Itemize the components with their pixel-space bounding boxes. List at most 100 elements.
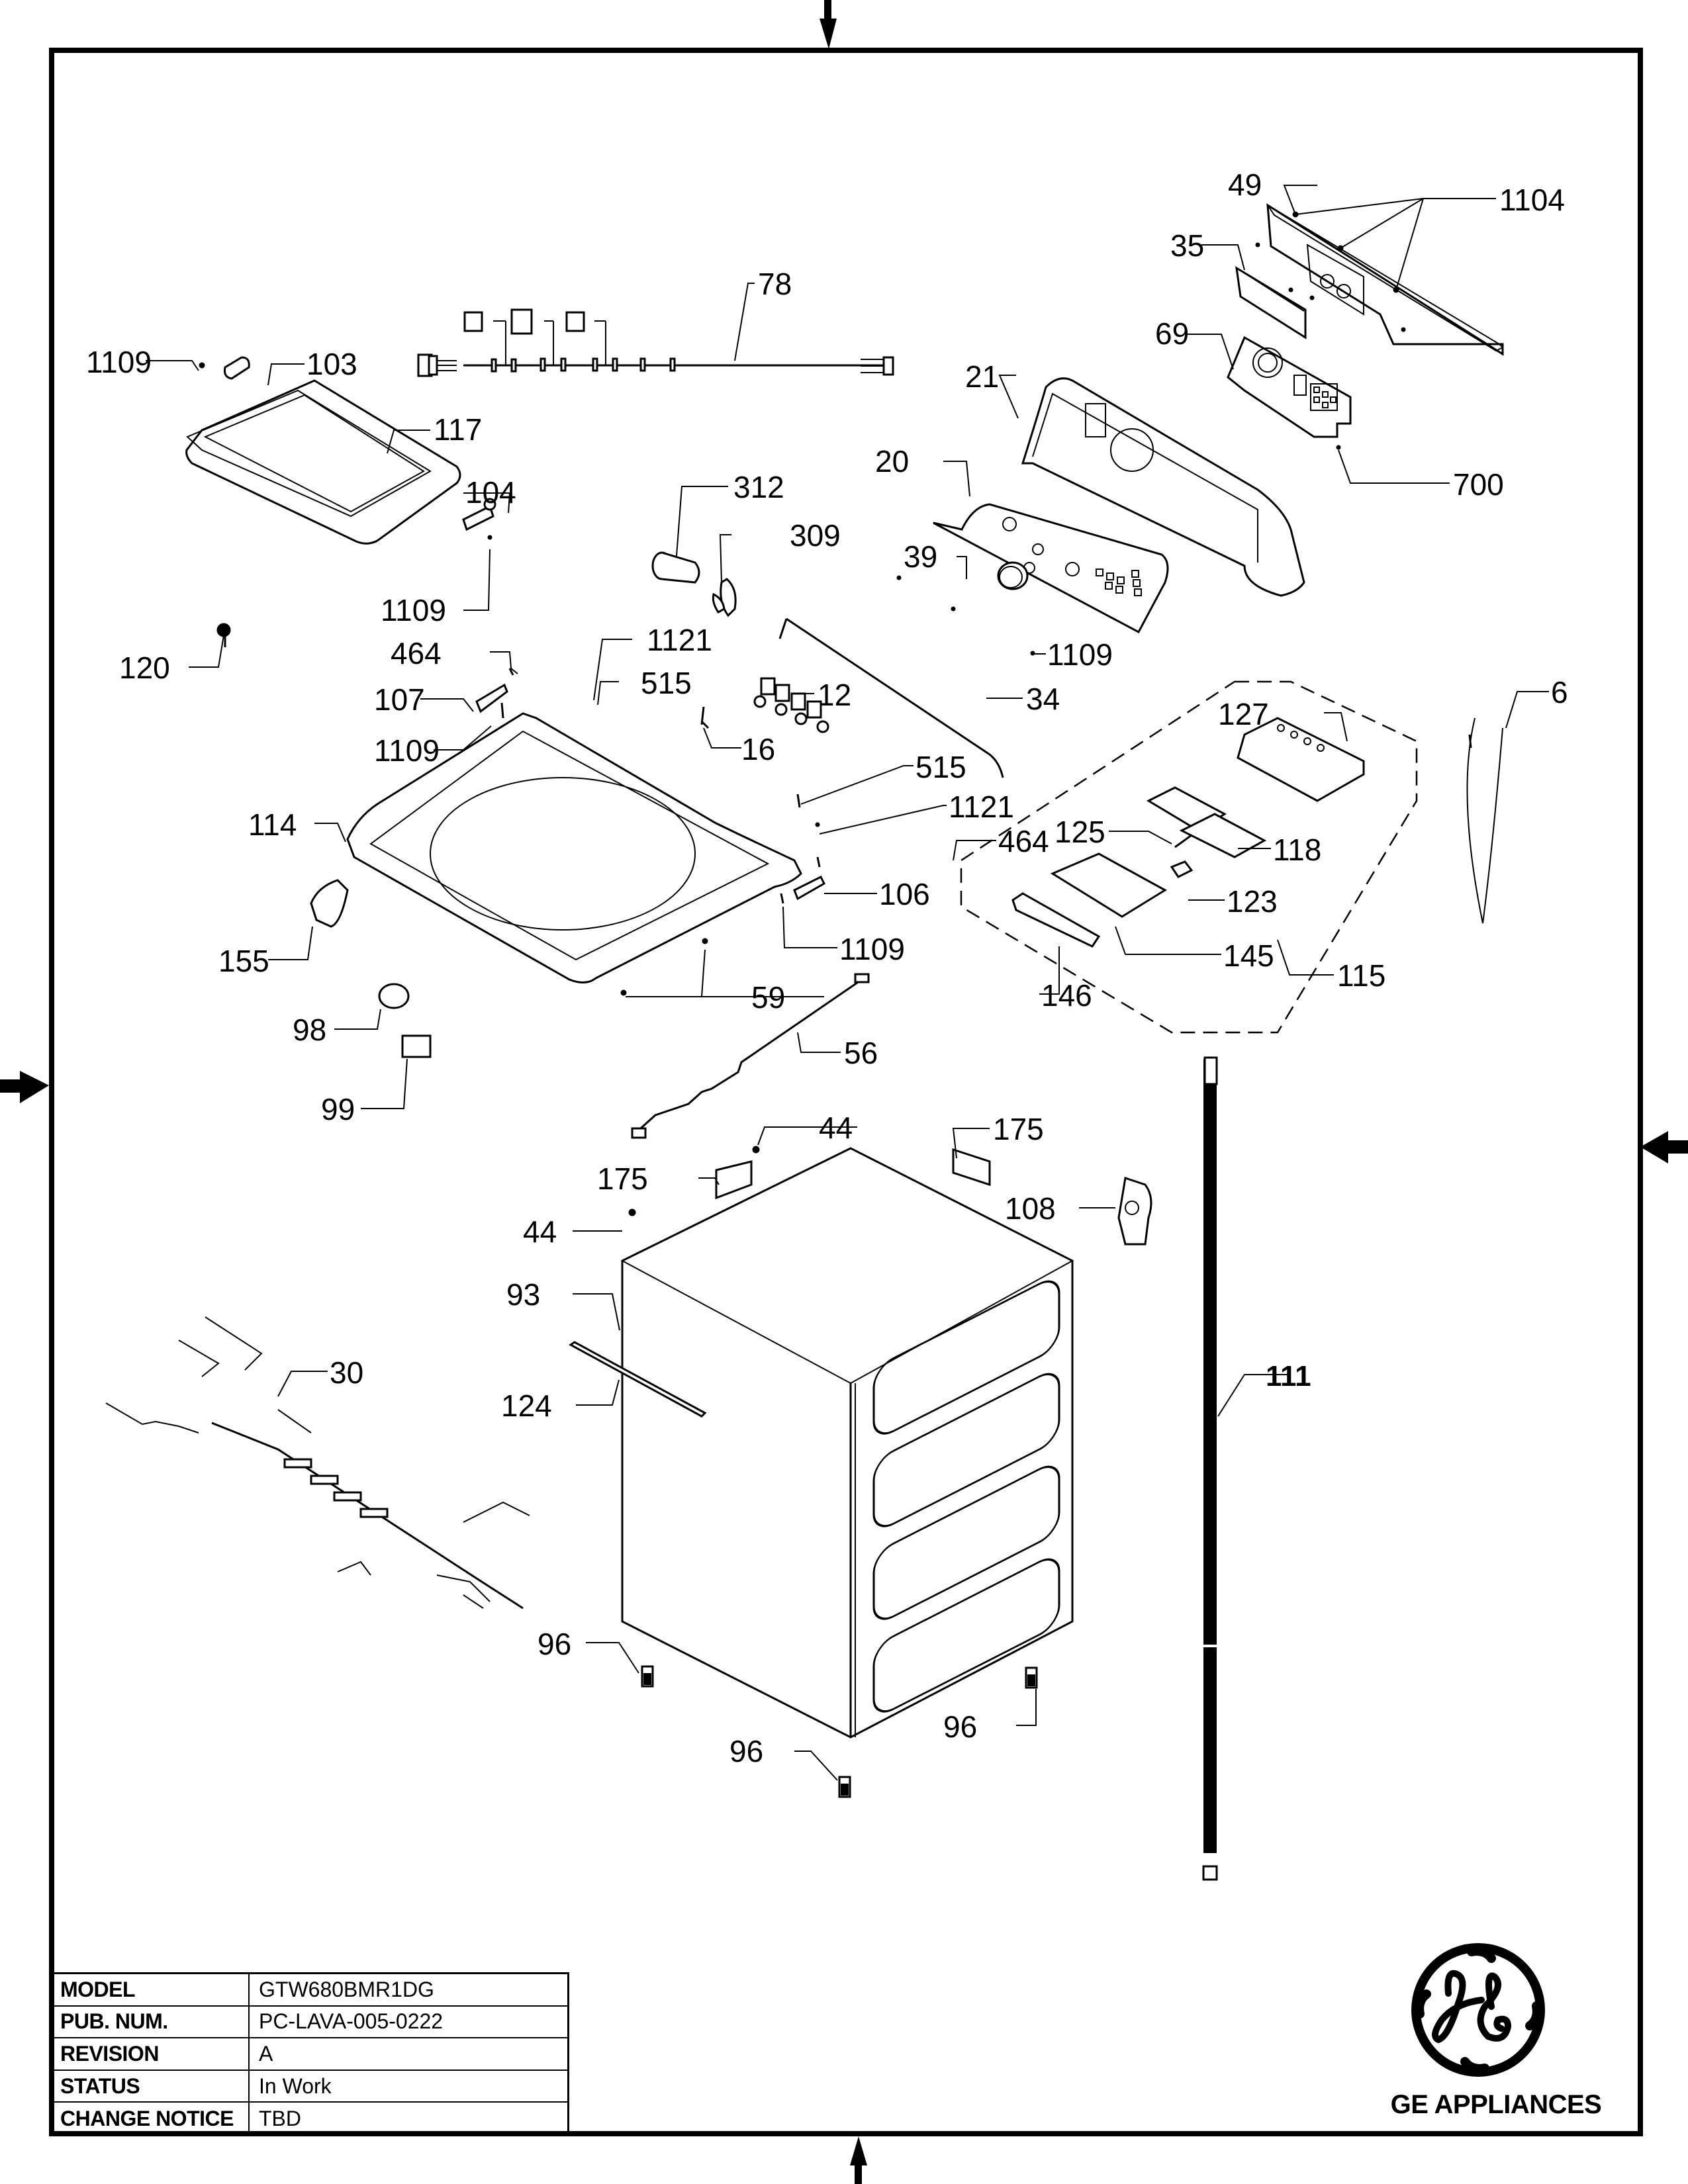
title-block-label-status: STATUS — [54, 2070, 250, 2103]
part-117-lid[interactable] — [185, 379, 461, 545]
centering-arrow-top-icon — [820, 0, 837, 49]
part-118-dispenser-drawer[interactable] — [1146, 786, 1267, 858]
part-1109-screw — [487, 535, 492, 540]
title-block-label-pub-num: PUB. NUM. — [54, 2006, 250, 2039]
callout-125: 125 — [1055, 815, 1105, 849]
part-115-dispenser-assembly[interactable] — [960, 680, 1418, 1034]
centering-arrow-right-icon — [1640, 1131, 1688, 1163]
callout-78: 78 — [758, 267, 792, 301]
part-30-main-harness[interactable] — [105, 1316, 530, 1610]
part-35-display-lens[interactable] — [1235, 266, 1307, 340]
callout-127: 127 — [1218, 697, 1269, 731]
callout-1121-left: 1121 — [647, 623, 712, 657]
part-312-capacitor[interactable] — [651, 551, 700, 584]
callout-96-right: 96 — [943, 1709, 977, 1744]
callout-118: 118 — [1273, 833, 1321, 867]
callout-464-right: 464 — [998, 824, 1049, 858]
part-96-leveling-leg[interactable] — [838, 1776, 851, 1798]
callout-312: 312 — [733, 470, 784, 504]
callout-103: 103 — [306, 347, 357, 381]
part-39-knob[interactable] — [997, 561, 1029, 590]
callout-21: 21 — [965, 359, 999, 394]
drawing-frame — [49, 48, 1643, 2136]
part-464-screw — [508, 668, 514, 676]
callout-44-left: 44 — [523, 1214, 557, 1249]
title-block-value-model: GTW680BMR1DG — [250, 1974, 567, 2007]
part-1109-screw — [780, 893, 784, 904]
part-12-water-valve[interactable] — [753, 677, 829, 733]
part-515-screw[interactable] — [500, 702, 504, 719]
part-6-cable[interactable] — [1466, 717, 1503, 924]
part-1121-screw — [815, 822, 820, 827]
callout-16: 16 — [741, 732, 775, 766]
part-103-hinge-left[interactable] — [224, 356, 250, 380]
callout-59: 59 — [751, 980, 785, 1015]
part-155-bleach-cup[interactable] — [310, 879, 349, 928]
part-56-harness[interactable] — [631, 973, 870, 1139]
callout-114: 114 — [248, 807, 297, 842]
part-309-clamp[interactable] — [712, 578, 737, 617]
callout-1109-106: 1109 — [839, 932, 905, 966]
part-145-dispenser-tray[interactable] — [1050, 852, 1167, 918]
part-175-label[interactable] — [952, 1148, 991, 1187]
callout-6: 6 — [1551, 675, 1568, 709]
callout-104: 104 — [465, 475, 516, 510]
part-49-rear-cover[interactable] — [1266, 203, 1504, 356]
part-175-label[interactable] — [715, 1160, 753, 1200]
part-20-control-overlay[interactable] — [933, 503, 1169, 634]
callout-123: 123 — [1227, 884, 1278, 919]
title-block: MODEL GTW680BMR1DG PUB. NUM. PC-LAVA-005… — [52, 1972, 569, 2135]
callout-145: 145 — [1223, 938, 1274, 973]
part-114-top-cover[interactable] — [346, 712, 802, 983]
part-127-dispenser-housing[interactable] — [1237, 717, 1365, 802]
brand-name: GE APPLIANCES — [1390, 2090, 1602, 2119]
part-screw-small — [896, 575, 902, 580]
part-93-cabinet[interactable] — [620, 1147, 1074, 1739]
part-124-brace[interactable] — [569, 1341, 707, 1418]
part-464-screw — [816, 856, 821, 868]
part-96-leveling-leg[interactable] — [641, 1665, 654, 1688]
callout-30: 30 — [330, 1355, 363, 1390]
part-59-clip — [620, 989, 627, 996]
part-108-pump-housing[interactable] — [1117, 1177, 1152, 1246]
callout-146: 146 — [1041, 978, 1092, 1013]
part-1109-screw — [199, 362, 205, 369]
part-104-hinge-right[interactable] — [462, 498, 496, 531]
part-700-screw — [1336, 445, 1341, 450]
part-16-clip[interactable] — [700, 706, 710, 729]
part-146-dispenser-front[interactable] — [1011, 892, 1101, 948]
part-123-cap[interactable] — [1170, 860, 1194, 878]
part-69-control-board[interactable] — [1227, 336, 1352, 438]
callout-115: 115 — [1337, 958, 1385, 993]
part-515-screw[interactable] — [796, 794, 801, 808]
brand-block: GE APPLIANCES — [1377, 1946, 1615, 2131]
part-96-leveling-leg[interactable] — [1025, 1666, 1038, 1689]
leader-lines — [146, 185, 1549, 1781]
part-111-suspension-rod[interactable] — [1202, 1056, 1218, 1881]
part-106-bracket[interactable] — [793, 875, 825, 901]
callout-120: 120 — [119, 651, 170, 685]
callout-56: 56 — [844, 1036, 878, 1070]
title-block-value-revision: A — [250, 2038, 567, 2071]
centering-arrow-left-icon — [0, 1071, 49, 1103]
part-98-lid-switch[interactable] — [378, 983, 410, 1009]
callout-515-left: 515 — [641, 666, 692, 700]
title-block-label-revision: REVISION — [54, 2038, 250, 2071]
callout-175-left: 175 — [597, 1161, 648, 1196]
part-99-lid-lock[interactable] — [401, 1034, 432, 1058]
part-34-rod[interactable] — [778, 617, 1004, 778]
callout-1109-hinge-left: 1109 — [86, 345, 152, 379]
part-screw-small — [951, 606, 956, 612]
callout-96-front: 96 — [729, 1734, 763, 1768]
part-21-backsplash[interactable] — [1021, 377, 1305, 597]
callout-107: 107 — [374, 682, 425, 717]
callout-69: 69 — [1155, 316, 1189, 351]
part-78-control-harness[interactable] — [417, 308, 894, 377]
callout-700: 700 — [1453, 467, 1504, 502]
title-block-value-status: In Work — [250, 2071, 567, 2103]
callout-96-left: 96 — [538, 1627, 571, 1661]
part-125-siphon[interactable] — [1174, 834, 1192, 848]
part-107-bracket[interactable] — [475, 683, 508, 713]
callout-39: 39 — [904, 539, 937, 574]
